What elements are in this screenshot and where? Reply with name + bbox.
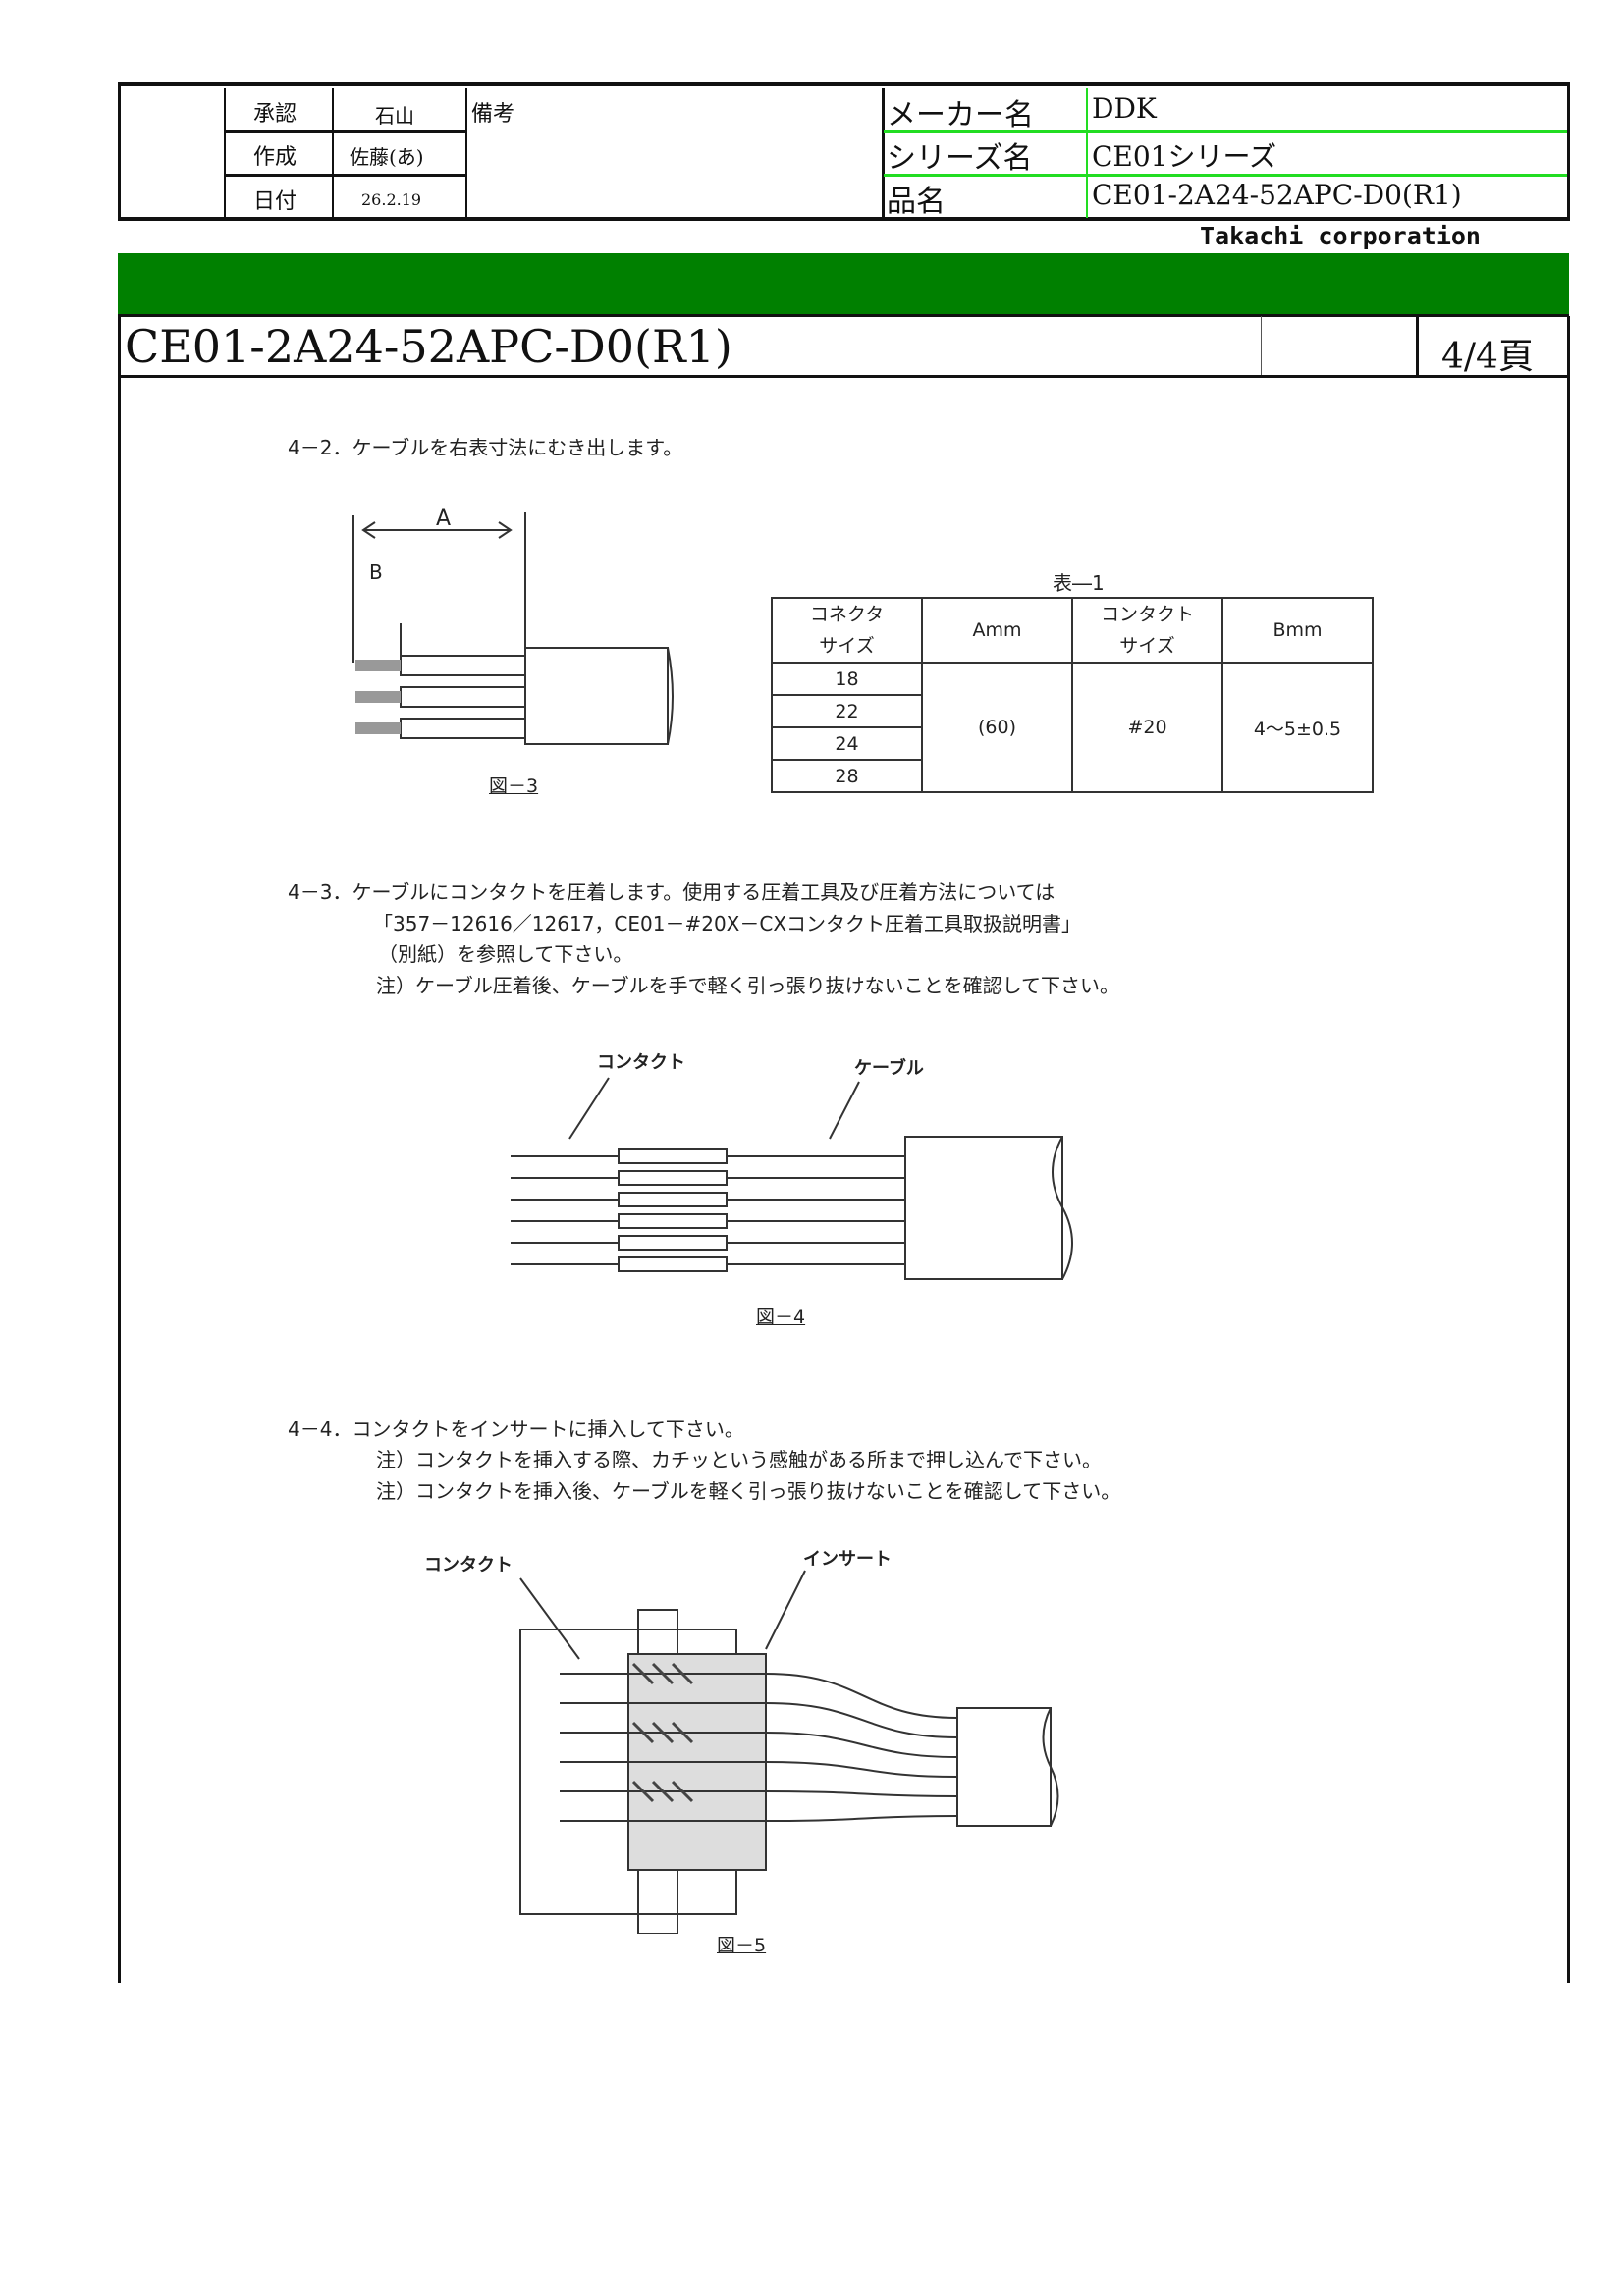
page-number: 4/4頁 bbox=[1441, 337, 1534, 377]
create-value: 佐藤(あ) bbox=[350, 145, 424, 169]
divider bbox=[224, 174, 465, 177]
page-title: CE01-2A24-52APC-D0(R1) bbox=[125, 320, 732, 373]
figure-4-caption: 図－4 bbox=[756, 1307, 806, 1328]
frame-right bbox=[1567, 316, 1570, 1983]
label-a: A bbox=[436, 507, 451, 531]
col-header-connector-size: コネクタ サイズ bbox=[771, 597, 923, 664]
approve-value: 石山 bbox=[375, 104, 414, 128]
label-cable: ケーブル bbox=[854, 1057, 924, 1079]
divider bbox=[882, 88, 885, 218]
product-value: CE01-2A24-52APC-D0(R1) bbox=[1092, 179, 1462, 211]
figure-5-insert-diagram: コンタクト インサート bbox=[424, 1549, 1059, 1934]
section-4-4-line: 注）コンタクトを挿入する際、カチッという感触がある所まで押し込んで下さい。 bbox=[376, 1448, 1102, 1471]
b-mm-cell: 4～5±0.5 bbox=[1221, 662, 1374, 793]
divider bbox=[1086, 88, 1088, 218]
strip-dimension-table: コネクタ サイズ Amm コンタクト サイズ Bmm 18 (60) #20 4… bbox=[771, 597, 1374, 793]
section-4-4-line: 4－4．コンタクトをインサートに挿入して下さい。 bbox=[288, 1417, 744, 1441]
col-header-contact-size: コンタクト サイズ bbox=[1071, 597, 1223, 664]
divider bbox=[118, 82, 1569, 86]
connector-size-cell: 24 bbox=[771, 726, 923, 761]
figure-3-cable-strip-diagram: A B bbox=[352, 507, 674, 745]
date-label: 日付 bbox=[253, 189, 298, 214]
divider bbox=[118, 375, 1569, 378]
divider bbox=[332, 88, 334, 218]
divider bbox=[884, 130, 1567, 133]
approve-label: 承認 bbox=[253, 102, 298, 127]
col-header-b-mm: Bmm bbox=[1221, 597, 1374, 664]
series-value: CE01シリーズ bbox=[1092, 140, 1277, 173]
date-value: 26.2.19 bbox=[361, 190, 422, 209]
figure-5-caption: 図－5 bbox=[717, 1935, 767, 1956]
divider bbox=[224, 130, 465, 133]
figure-4-crimped-contacts-diagram: コンタクト ケーブル bbox=[511, 1052, 1073, 1280]
divider bbox=[118, 217, 1569, 221]
remarks-label: 備考 bbox=[471, 102, 515, 127]
section-4-3-line: 4－3．ケーブルにコンタクトを圧着します。使用する圧着工具及び圧着方法については bbox=[288, 881, 1056, 904]
green-bar bbox=[118, 253, 1569, 314]
create-label: 作成 bbox=[253, 145, 298, 170]
contact-size-cell: #20 bbox=[1071, 662, 1223, 793]
maker-label: メーカー名 bbox=[887, 98, 1034, 133]
figure-3-caption: 図－3 bbox=[489, 775, 539, 797]
frame-left bbox=[118, 316, 121, 1983]
section-4-3-line: 「357－12616／12617，CE01－#20X－CXコンタクト圧着工具取扱… bbox=[373, 912, 1082, 935]
connector-size-cell: 28 bbox=[771, 759, 923, 793]
divider bbox=[1416, 316, 1419, 375]
col-header-a-mm: Amm bbox=[921, 597, 1073, 664]
section-4-3-line: 注）ケーブル圧着後、ケーブルを手で軽く引っ張り抜けないことを確認して下さい。 bbox=[376, 974, 1119, 997]
maker-value: DDK bbox=[1092, 92, 1157, 125]
section-4-2-text: 4－2．ケーブルを右表寸法にむき出します。 bbox=[288, 436, 683, 459]
divider bbox=[118, 82, 121, 221]
label-insert: インサート bbox=[803, 1549, 892, 1570]
product-label: 品名 bbox=[887, 185, 946, 219]
a-mm-cell: (60) bbox=[921, 662, 1073, 793]
label-contact: コンタクト bbox=[424, 1555, 513, 1575]
table-1-caption: 表―1 bbox=[1053, 571, 1105, 595]
section-4-3-line: （別紙）を参照して下さい。 bbox=[378, 942, 633, 966]
divider bbox=[118, 314, 1569, 317]
company-name: Takachi corporation bbox=[1200, 222, 1481, 250]
divider bbox=[465, 88, 467, 218]
section-4-4-line: 注）コンタクトを挿入後、ケーブルを軽く引っ張り抜けないことを確認して下さい。 bbox=[376, 1479, 1121, 1503]
divider bbox=[884, 174, 1567, 177]
connector-size-cell: 18 bbox=[771, 662, 923, 696]
divider bbox=[224, 88, 226, 218]
label-contact: コンタクト bbox=[597, 1052, 685, 1073]
connector-size-cell: 22 bbox=[771, 694, 923, 728]
divider bbox=[1567, 82, 1570, 221]
series-label: シリーズ名 bbox=[887, 141, 1033, 176]
divider bbox=[1261, 316, 1262, 375]
label-b: B bbox=[369, 561, 383, 584]
